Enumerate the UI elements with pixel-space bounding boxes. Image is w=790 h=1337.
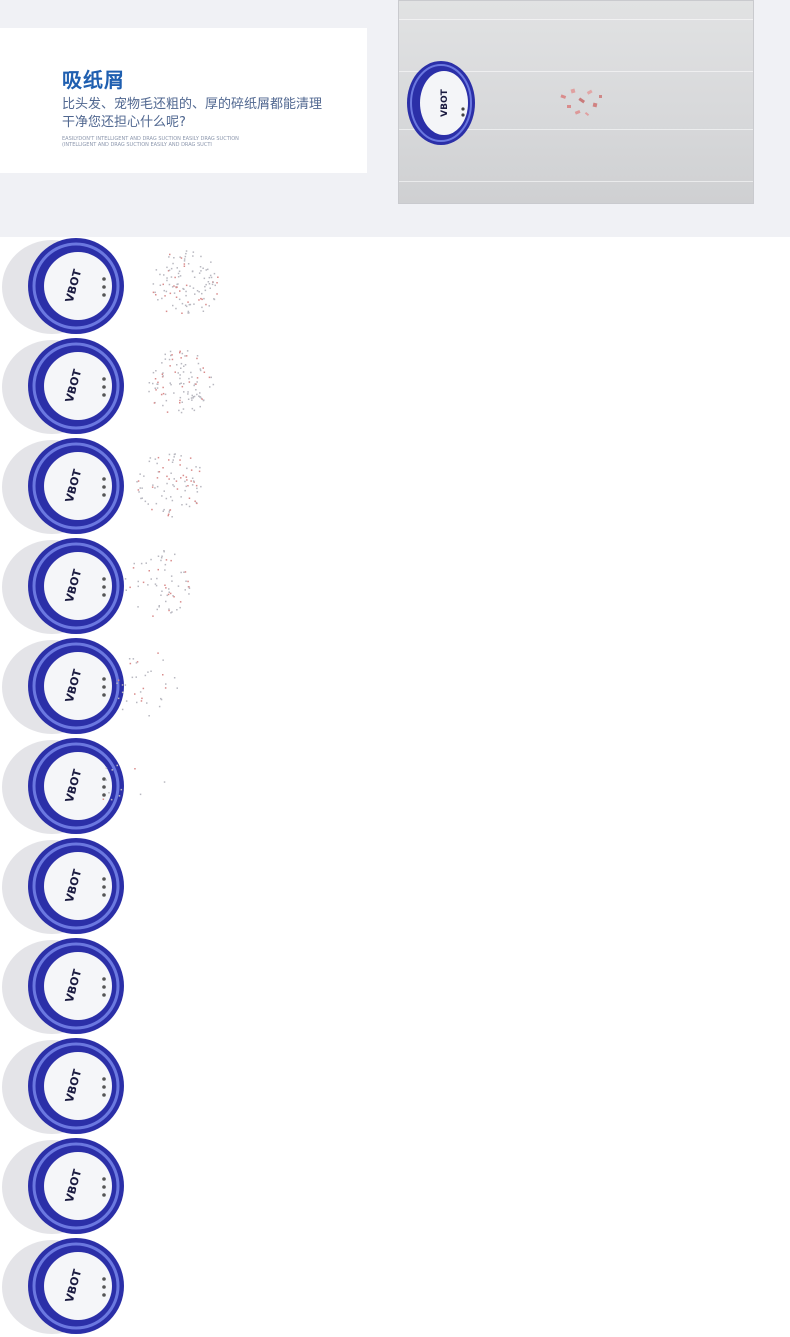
- animation-frame: VBOT: [0, 237, 240, 337]
- product-photo: VBOT: [398, 0, 754, 204]
- robot-vacuum-icon: VBOT: [2, 1238, 124, 1334]
- feature-description-line-2: 干净您还担心什么呢?: [62, 115, 186, 130]
- floor-line: [399, 129, 753, 130]
- animation-frame: VBOT: [0, 337, 240, 437]
- feature-description: 比头发、宠物毛还粗的、厚的碎纸屑都能清理 干净您还担心什么呢?: [62, 96, 362, 132]
- feature-english-caption: EASILYDON'T INTELLIGENT AND DRAG SUCTION…: [62, 136, 362, 148]
- feature-english-line-1: EASILYDON'T INTELLIGENT AND DRAG SUCTION…: [62, 136, 239, 142]
- robot-vacuum-icon: VBOT: [407, 61, 475, 145]
- robot-vacuum-icon: VBOT: [2, 438, 202, 534]
- animation-frame: VBOT: [0, 1037, 240, 1137]
- feature-english-line-2: (INTELLIGENT AND DRAG SUCTION EASILY AND…: [62, 142, 212, 148]
- animation-frame: VBOT: [0, 537, 240, 637]
- brand-logo: VBOT: [440, 88, 450, 116]
- animation-frame: VBOT: [0, 1237, 240, 1337]
- feature-description-line-1: 比头发、宠物毛还粗的、厚的碎纸屑都能清理: [62, 97, 323, 112]
- robot-vacuum-icon: VBOT: [2, 1038, 124, 1134]
- robot-vacuum-icon: VBOT: [2, 338, 215, 434]
- robot-vacuum-icon: VBOT: [2, 838, 124, 934]
- paper-debris-icon: [560, 88, 602, 117]
- feature-title: 吸纸屑: [62, 68, 125, 92]
- robot-vacuum-icon: VBOT: [2, 238, 219, 334]
- robot-vacuum-icon: VBOT: [2, 938, 124, 1034]
- robot-vacuum-icon: VBOT: [2, 538, 191, 634]
- robot-vacuum-icon: VBOT: [2, 738, 166, 834]
- floor-line: [399, 19, 753, 20]
- animation-frame: VBOT: [0, 1137, 240, 1237]
- feature-hero: 吸纸屑 比头发、宠物毛还粗的、厚的碎纸屑都能清理 干净您还担心什么呢? EASI…: [0, 0, 790, 237]
- floor-line: [399, 181, 753, 182]
- animation-frame: VBOT: [0, 437, 240, 537]
- animation-frame: VBOT: [0, 737, 240, 837]
- robot-vacuum-icon: VBOT: [2, 638, 178, 734]
- animation-frame: VBOT: [0, 937, 240, 1037]
- animation-frame: VBOT: [0, 837, 240, 937]
- feature-card: [0, 28, 367, 173]
- floor-line: [399, 71, 753, 72]
- robot-vacuum-icon: VBOT: [2, 1138, 124, 1234]
- animation-frame: VBOT: [0, 637, 240, 737]
